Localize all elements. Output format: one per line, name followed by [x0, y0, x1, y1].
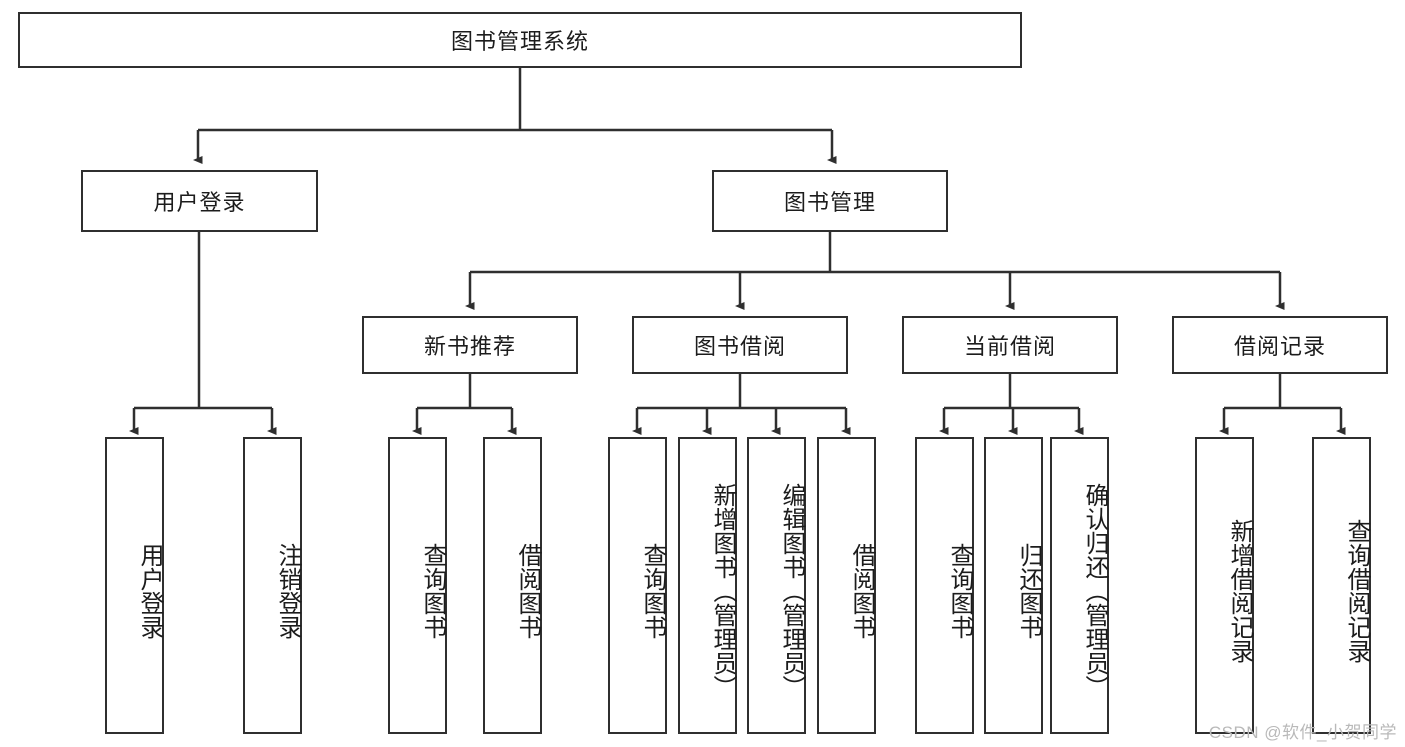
leaf-borrow-add-book-admin[interactable]: 新增图书（管理员）	[678, 437, 737, 734]
node-label: 图书管理	[783, 190, 876, 215]
leaf-user-login-signout[interactable]: 注销登录	[243, 437, 302, 734]
node-label: 新增借阅记录	[1226, 518, 1253, 663]
node-book-borrow[interactable]: 图书借阅	[632, 316, 848, 374]
node-label: 新书推荐	[423, 334, 516, 359]
leaf-current-confirm-return-admin[interactable]: 确认归还（管理员）	[1050, 437, 1109, 734]
node-label: 确认归还（管理员）	[1081, 482, 1108, 699]
leaf-recommend-query-book[interactable]: 查询图书	[388, 437, 447, 734]
leaf-recommend-borrow-book[interactable]: 借阅图书	[483, 437, 542, 734]
leaf-borrow-edit-book-admin[interactable]: 编辑图书（管理员）	[747, 437, 806, 734]
node-label: 新增图书（管理员）	[709, 482, 736, 699]
leaf-record-add-record[interactable]: 新增借阅记录	[1195, 437, 1254, 734]
leaf-current-query-book[interactable]: 查询图书	[915, 437, 974, 734]
node-label: 查询图书	[639, 542, 666, 639]
leaf-current-return-book[interactable]: 归还图书	[984, 437, 1043, 734]
node-label: 当前借阅	[963, 334, 1056, 359]
watermark-text: CSDN @软件_小贺同学	[1208, 723, 1397, 742]
node-book-management[interactable]: 图书管理	[712, 170, 948, 232]
node-label: 用户登录	[136, 542, 163, 639]
node-label: 用户登录	[153, 190, 246, 215]
node-label: 借阅记录	[1233, 334, 1326, 359]
node-label: 注销登录	[274, 542, 301, 639]
node-label: 图书管理系统	[450, 29, 589, 54]
node-root-system[interactable]: 图书管理系统	[18, 12, 1022, 68]
node-label: 图书借阅	[693, 334, 786, 359]
node-label: 借阅图书	[848, 542, 875, 639]
node-label: 借阅图书	[514, 542, 541, 639]
node-new-book-recommend[interactable]: 新书推荐	[362, 316, 578, 374]
leaf-user-login-signin[interactable]: 用户登录	[105, 437, 164, 734]
node-borrow-record[interactable]: 借阅记录	[1172, 316, 1388, 374]
node-label: 查询图书	[419, 542, 446, 639]
node-current-borrow[interactable]: 当前借阅	[902, 316, 1118, 374]
leaf-record-query-record[interactable]: 查询借阅记录	[1312, 437, 1371, 734]
leaf-borrow-borrow-book[interactable]: 借阅图书	[817, 437, 876, 734]
leaf-borrow-query-book[interactable]: 查询图书	[608, 437, 667, 734]
node-label: 查询借阅记录	[1343, 518, 1370, 663]
node-user-login[interactable]: 用户登录	[81, 170, 318, 232]
node-label: 查询图书	[946, 542, 973, 639]
node-label: 编辑图书（管理员）	[778, 482, 805, 699]
node-label: 归还图书	[1015, 542, 1042, 639]
